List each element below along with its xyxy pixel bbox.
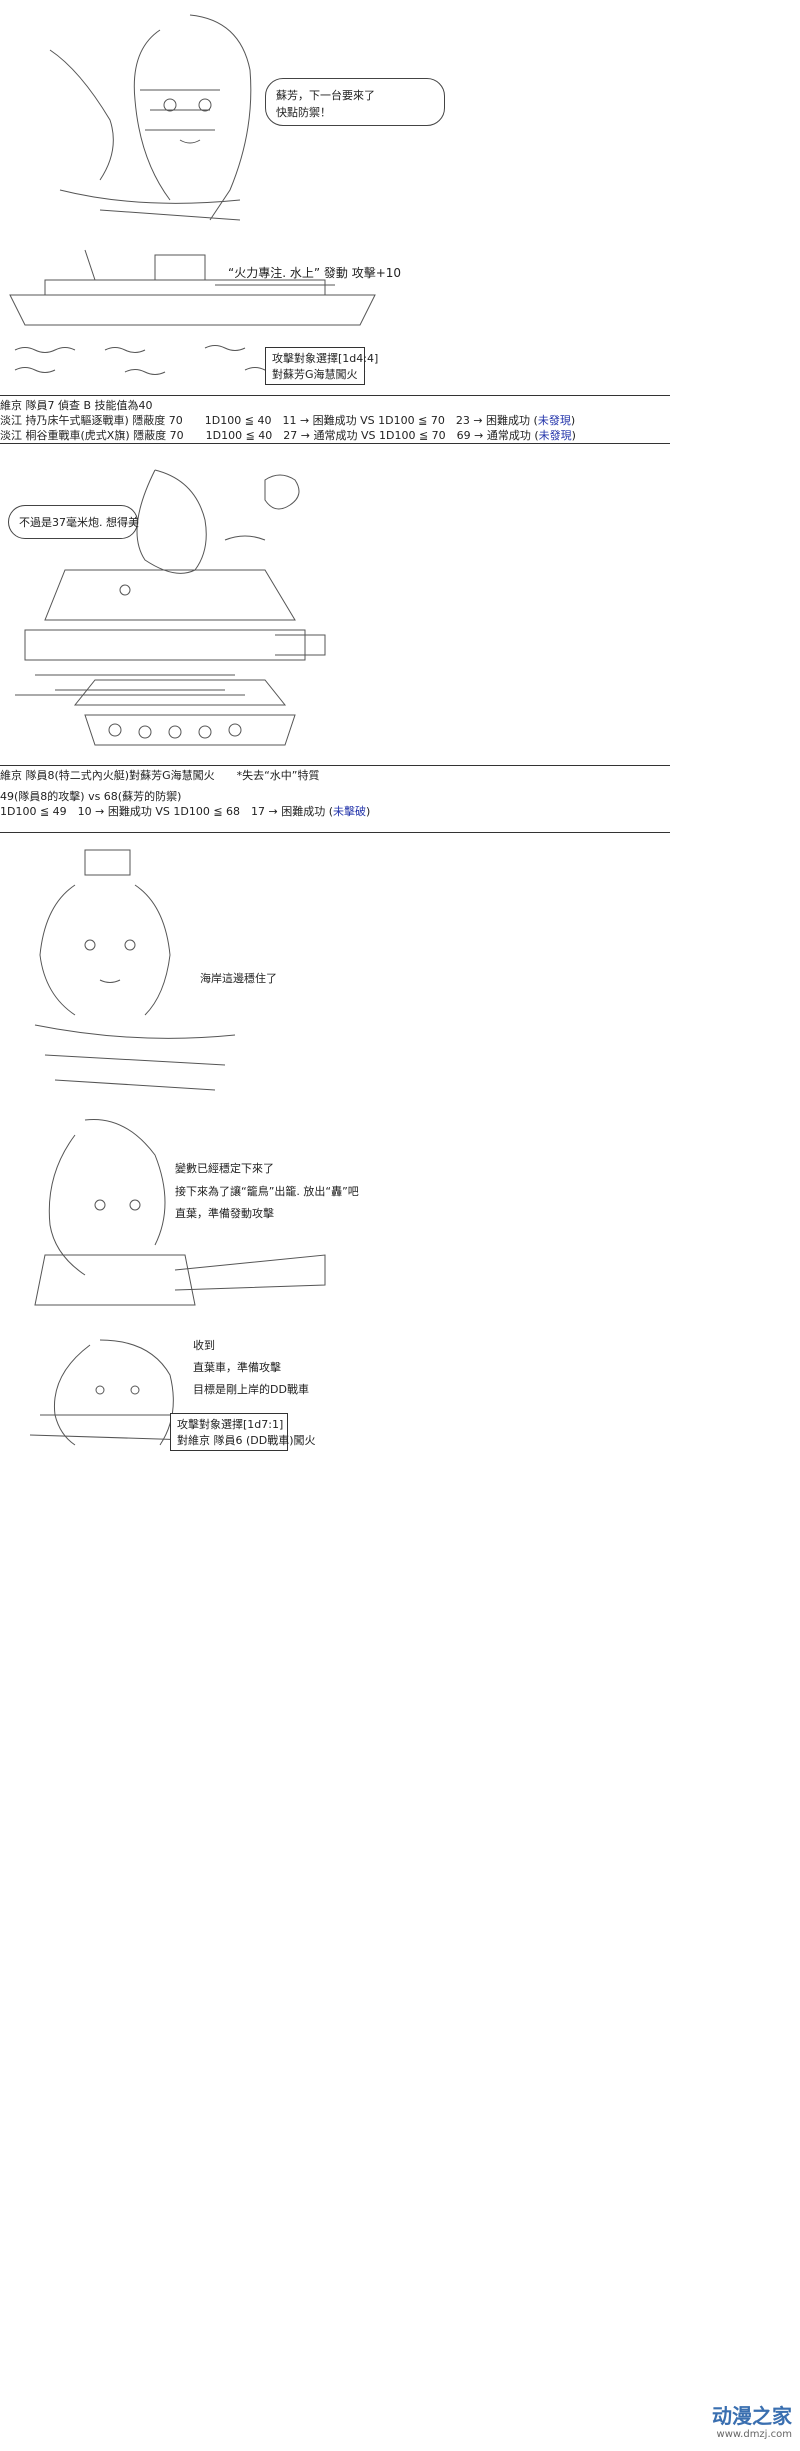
caption: 目標是剛上岸的DD戰車 — [193, 1383, 309, 1396]
caption: 海岸這邊穩住了 — [200, 972, 277, 985]
divider — [0, 832, 670, 833]
log-row-link[interactable]: 未擊破 — [333, 805, 367, 818]
target-line: 對蘇芳G海慧闖火 — [272, 368, 358, 381]
logo-brand: 动漫之家 — [712, 2404, 792, 2428]
aa-art-girl-1 — [49, 14, 252, 221]
log-row-link[interactable]: 未發現 — [538, 429, 572, 442]
target-box: 攻擊對象選擇[1d4:4] 對蘇芳G海慧闖火 — [265, 347, 379, 385]
target-line: 攻擊對象選擇[1d4:4] — [272, 352, 379, 365]
aa-art-girl-4 — [29, 1339, 191, 1446]
log-row-end: ) — [570, 414, 576, 427]
target-line: 對維京 隊員6 (DD戰車)闖火 — [177, 1434, 316, 1447]
panel-5: 變數已經穩定下來了 接下來為了讓“籠鳥”出籠. 放出“轟”吧 直葉，準備發動攻擊 — [0, 1115, 800, 1330]
caption: 接下來為了讓“籠鳥”出籠. 放出“轟”吧 — [175, 1185, 359, 1198]
log-row-text: 淡江 持乃床午式驅逐戰車) 隱蔽度 70 1D100 ≦ 40 11 → 困難成… — [0, 414, 538, 427]
panel-4: 海岸這邊穩住了 — [0, 845, 800, 1105]
log-row-end: ) — [571, 429, 576, 442]
panel-6: 收到 直葉車，準備攻擊 目標是剛上岸的DD戰車 攻擊對象選擇[1d7:1] 對維… — [0, 1335, 800, 1455]
speech-bubble: 不過是37毫米炮. 想得美 — [8, 505, 139, 539]
attack-sfx: “火力專注. 水上” 發動 攻擊+10 — [228, 266, 402, 280]
aa-art-girl-2 — [34, 849, 236, 1091]
log-row-end: ) — [366, 805, 371, 818]
bubble-line: 不過是37毫米炮. 想得美 — [19, 516, 139, 529]
panel-2: “火力專注. 水上” 發動 攻擊+10 攻擊對象選擇[1d4:4] 對蘇芳G海慧… — [0, 240, 800, 390]
divider — [0, 395, 670, 396]
panel-1: 蘇芳，下一台要來了 快點防禦！ — [0, 0, 800, 240]
caption: 變數已經穩定下來了 — [175, 1162, 274, 1175]
target-line: 攻擊對象選擇[1d7:1] — [177, 1418, 284, 1431]
aa-art-amphibious-tank — [15, 679, 296, 746]
speech-bubble: 蘇芳，下一台要來了 快點防禦！ — [265, 78, 445, 126]
log-title: 維京 隊員8(特二式內火艇)對蘇芳G海慧闖火 *失去“水中”特質 — [0, 769, 320, 782]
bubble-line: 快點防禦！ — [276, 106, 331, 119]
divider — [0, 765, 670, 766]
log-row-link[interactable]: 未發現 — [537, 414, 571, 427]
log-row: 淡江 持乃床午式驅逐戰車) 隱蔽度 70 1D100 ≦ 40 11 → 困難成… — [0, 413, 576, 428]
caption: 直葉車，準備攻擊 — [193, 1361, 281, 1374]
log-title: 維京 隊員7 偵查 B 技能值為40 — [0, 399, 153, 412]
log-line: 49(隊員8的攻擊) vs 68(蘇芳的防禦) — [0, 790, 182, 803]
log-row: 淡江 桐谷重戰車(虎式X旗) 隱蔽度 70 1D100 ≦ 40 27 → 通常… — [0, 428, 576, 443]
divider — [0, 443, 670, 444]
bubble-line: 蘇芳，下一台要來了 — [276, 89, 375, 102]
log-row-text: 淡江 桐谷重戰車(虎式X旗) 隱蔽度 70 1D100 ≦ 40 27 → 通常… — [0, 429, 539, 442]
log-line: 1D100 ≦ 49 10 → 困難成功 VS 1D100 ≦ 68 17 → … — [0, 804, 370, 819]
site-logo: 动漫之家 www.dmzj.com — [712, 2400, 792, 2445]
logo-url: www.dmzj.com — [716, 2429, 792, 2440]
log-row-text: 1D100 ≦ 49 10 → 困難成功 VS 1D100 ≦ 68 17 → … — [0, 805, 334, 818]
target-box: 攻擊對象選擇[1d7:1] 對維京 隊員6 (DD戰車)闖火 — [170, 1413, 316, 1451]
panel-3: 不過是37毫米炮. 想得美 — [0, 460, 800, 760]
caption: 收到 — [193, 1339, 215, 1352]
aa-art-battleship — [9, 249, 376, 375]
battle-log-1: 維京 隊員7 偵查 B 技能值為40 淡江 持乃床午式驅逐戰車) 隱蔽度 70 … — [0, 398, 576, 443]
caption: 直葉，準備發動攻擊 — [175, 1207, 274, 1220]
aa-art-girl-3 — [34, 1118, 326, 1306]
aa-art-girl-tank — [24, 469, 326, 691]
battle-log-2: 維京 隊員8(特二式內火艇)對蘇芳G海慧闖火 *失去“水中”特質 49(隊員8的… — [0, 768, 370, 819]
